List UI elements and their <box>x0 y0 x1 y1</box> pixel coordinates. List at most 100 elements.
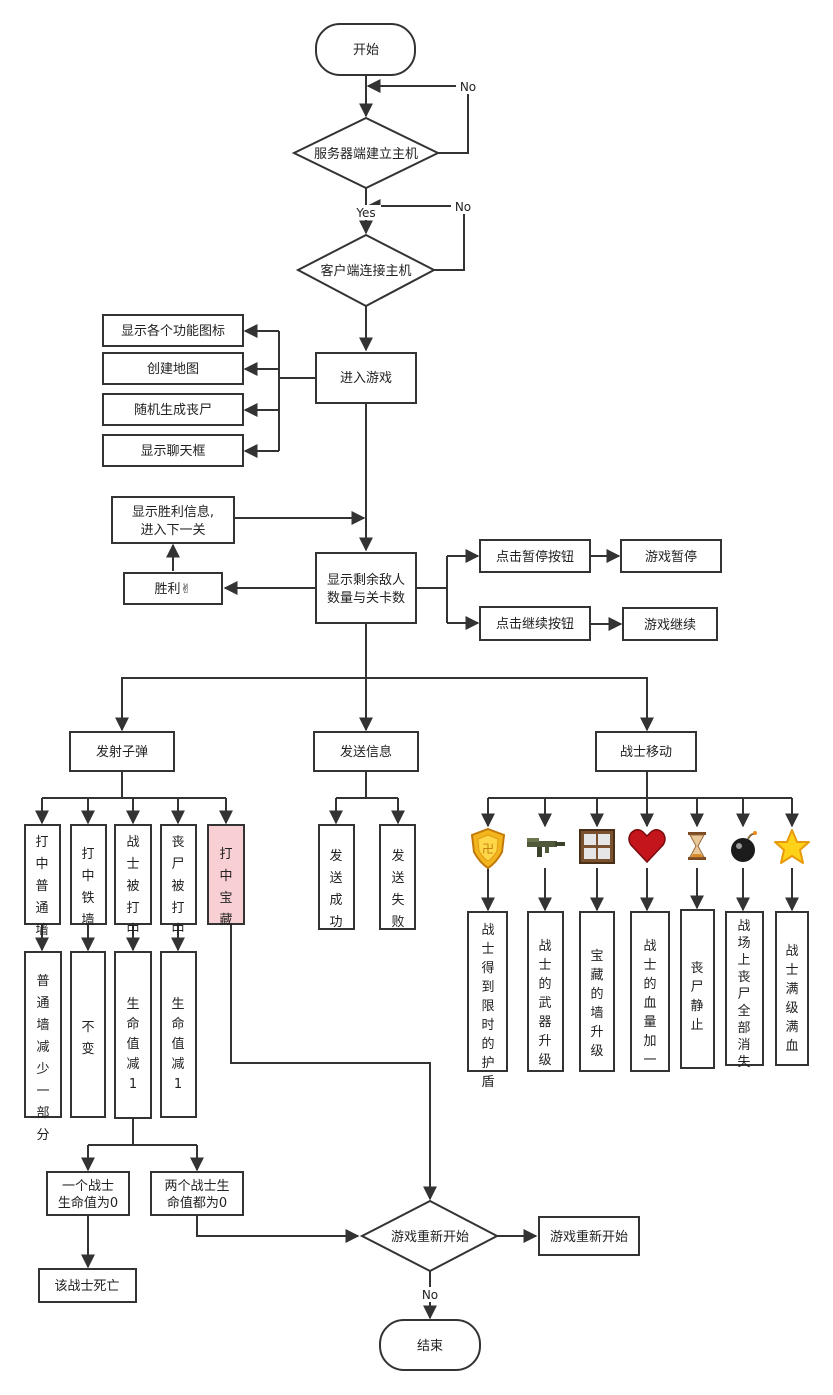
remain-line1: 显示剩余敌人 <box>327 572 405 588</box>
die-box <box>38 1268 137 1303</box>
clear-result-box <box>725 911 764 1066</box>
remain-line2: 数量与关卡数 <box>327 591 405 606</box>
start-label: 开始 <box>353 43 379 58</box>
treasure-wall-result-label: 宝藏的墙升级 <box>590 949 603 1059</box>
heart-icon <box>628 829 666 864</box>
hit-wall-label: 打中普通墙 <box>35 835 48 938</box>
shoot-label: 发射子弹 <box>96 744 148 760</box>
create-map-label: 创建地图 <box>147 362 199 377</box>
hourglass-icon <box>688 832 706 860</box>
nodes: 开始 服务器端建立主机 客户端连接主机 进入游戏 显示各个功能图标 创建地图 随… <box>24 23 809 1371</box>
shoot-box <box>69 731 175 772</box>
win-box <box>123 572 223 605</box>
restart-decision <box>359 1199 500 1273</box>
send-box <box>313 731 419 772</box>
show-icons-label: 显示各个功能图标 <box>121 323 225 339</box>
end-label: 结束 <box>417 1339 443 1354</box>
warrior-hit-box <box>114 824 152 925</box>
edge-remain-shoot <box>115 677 366 732</box>
game-resume-label: 游戏继续 <box>644 618 696 633</box>
edge-label-no-server: No <box>460 80 476 94</box>
restart-label: 游戏重新开始 <box>550 1229 628 1245</box>
spawn-zombies-label: 随机生成丧尸 <box>134 403 212 418</box>
client-decision <box>295 233 437 308</box>
send-ok-label: 发送成功 <box>329 848 342 930</box>
pause-button-label: 点击暂停按钮 <box>496 549 574 565</box>
hit-iron-box <box>70 824 107 925</box>
edge-client-no-loop <box>366 199 465 271</box>
win-info-line1: 显示胜利信息, <box>132 504 214 520</box>
shield-result-label-text: 战士得到限时的护盾 <box>481 923 494 1090</box>
zombie-hit-label: 丧尸被打中 <box>171 835 184 938</box>
shield-result-box <box>467 911 508 1072</box>
freeze-result-label: 丧尸静止 <box>690 961 703 1033</box>
weapon-result-label-text: 战士的武器升级 <box>538 939 551 1068</box>
win-info-box <box>111 496 235 544</box>
game-resume-box <box>622 607 718 641</box>
blood-result-box <box>630 911 670 1072</box>
clear-result-label-text: 战场上丧尸全部消失 <box>737 919 750 1070</box>
send-fail-label-text: 发送失败 <box>391 848 404 930</box>
send-fail-label: 发送失败 <box>391 848 404 930</box>
zombie-hp-minus-box <box>160 951 197 1118</box>
send-ok-label-text: 发送成功 <box>329 848 342 930</box>
edge-labels: No No Yes No <box>351 78 480 1302</box>
edge-label-no-restart: No <box>422 1288 438 1302</box>
connectors <box>35 75 799 1320</box>
shield-icon: 卍 <box>470 827 506 870</box>
show-icons-box <box>102 314 244 347</box>
edge-server-no-loop <box>366 79 469 154</box>
hit-treasure-label: 打中宝藏 <box>219 847 232 928</box>
one-zero-box <box>46 1171 130 1216</box>
weapon-result-box <box>527 911 564 1072</box>
send-fail-box <box>379 824 416 930</box>
bomb-icon <box>731 831 757 862</box>
server-decision <box>291 116 441 190</box>
warrior-hit-label-text: 战士被打中 <box>126 835 139 938</box>
hit-iron-label-text: 打中铁墙 <box>81 847 94 928</box>
win-label: 胜利✌ <box>155 582 192 597</box>
pause-button-box <box>479 539 591 573</box>
win-info-line2: 进入下一关 <box>140 523 205 538</box>
resume-button-label: 点击继续按钮 <box>496 617 574 632</box>
warrior-hit-label: 战士被打中 <box>126 835 139 938</box>
no-change-label: 不变 <box>81 1020 94 1057</box>
wall-less-label-text: 普通墙减少一部分 <box>36 974 49 1143</box>
edge-two-zero-restart <box>196 1215 360 1243</box>
create-map-box <box>102 352 244 385</box>
freeze-result-label-text: 丧尸静止 <box>690 961 703 1033</box>
blood-result-label: 战士的血量加一 <box>643 939 656 1068</box>
wall-less-box <box>24 951 62 1118</box>
move-box <box>595 731 697 772</box>
game-pause-box <box>620 539 722 573</box>
hp-minus-box <box>114 951 152 1119</box>
gun-icon <box>527 838 565 857</box>
star-icon <box>774 829 810 864</box>
wall-icon <box>579 829 615 864</box>
hit-treasure-box <box>207 824 245 925</box>
wall-less-label: 普通墙减少一部分 <box>36 974 49 1143</box>
two-zero-box <box>150 1171 244 1216</box>
enter-game-box <box>315 352 417 404</box>
show-chat-box <box>102 434 244 467</box>
one-zero-line2: 生命值为0 <box>58 1195 118 1211</box>
client-decision-label: 客户端连接主机 <box>320 263 411 279</box>
full-result-label-text: 战士满级满血 <box>785 944 798 1054</box>
restart-box <box>538 1216 640 1256</box>
hit-wall-label-text: 打中普通墙 <box>35 835 48 938</box>
edge-remain-move <box>366 677 654 732</box>
powerup-icons: 卍 <box>470 827 810 870</box>
one-zero-line1: 一个战士 <box>62 1179 114 1194</box>
hit-treasure-label-text: 打中宝藏 <box>219 847 232 928</box>
zombie-hit-label-text: 丧尸被打中 <box>171 835 184 938</box>
svg-text:卍: 卍 <box>482 842 494 856</box>
freeze-result-box <box>680 909 715 1069</box>
send-label: 发送信息 <box>340 744 392 760</box>
start-terminal <box>315 23 416 76</box>
move-label: 战士移动 <box>620 745 672 760</box>
